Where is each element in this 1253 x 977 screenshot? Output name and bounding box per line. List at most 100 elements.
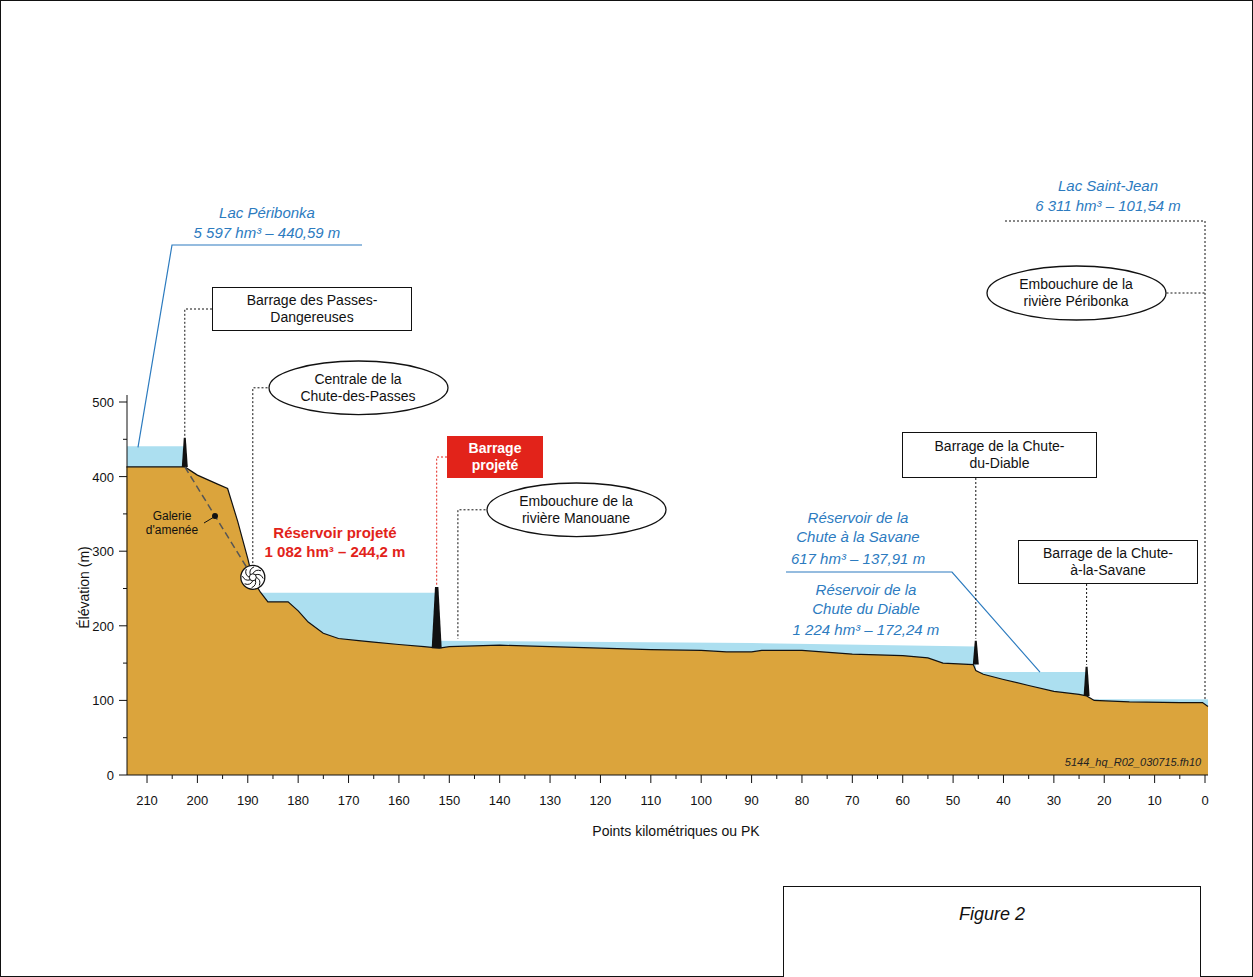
ground-outline — [126, 467, 1208, 707]
x-tick — [701, 775, 702, 783]
y-tick — [119, 625, 127, 626]
x-tick-label: 50 — [933, 791, 973, 810]
x-tick — [676, 775, 677, 779]
x-tick — [726, 775, 727, 779]
node-text: Figure 2 — [959, 903, 1025, 925]
y-tick — [119, 476, 127, 477]
x-tick-label: 210 — [127, 791, 167, 810]
x-tick-label: 190 — [228, 791, 268, 810]
x-tick-label: 70 — [832, 791, 872, 810]
y-axis — [127, 395, 128, 775]
leader-dot — [212, 513, 218, 519]
y-tick-label: 400 — [68, 468, 114, 487]
node-text: Embouchure de la rivière Péribonka — [1011, 276, 1141, 310]
x-tick — [348, 775, 349, 783]
x-tick-label: 40 — [983, 791, 1023, 810]
leader-line — [204, 517, 214, 523]
x-tick — [1129, 775, 1130, 779]
x-tick — [449, 775, 450, 783]
leader-line — [1167, 293, 1206, 294]
x-tick-label: 20 — [1084, 791, 1124, 810]
leader-line — [185, 309, 212, 436]
project-dam-box: Barrage projeté — [447, 436, 543, 478]
turbine-blade — [245, 581, 253, 585]
river-mouth-ellipse: Embouchure de la rivière Péribonka — [986, 265, 1167, 321]
reservoir-name: Réservoir de la Chute du Diable — [795, 580, 937, 618]
y-tick — [119, 551, 127, 552]
x-tick — [776, 775, 777, 779]
volume-level: 5 597 hm³ – 440,59 m — [157, 223, 377, 242]
x-tick — [147, 775, 148, 783]
x-tick — [1205, 775, 1206, 783]
headrace-tunnel — [185, 467, 253, 577]
x-tick-label: 200 — [177, 791, 217, 810]
river-mouth-ellipse: Embouchure de la rivière Manouane — [486, 482, 667, 538]
node-text: Barrage des Passes-Dangereuses — [237, 292, 387, 326]
x-tick-label: 90 — [732, 791, 772, 810]
y-tick — [119, 775, 127, 776]
x-tick-label: 160 — [379, 791, 419, 810]
volume-level: 1 224 hm³ – 172,24 m — [771, 620, 961, 639]
turbine-symbol — [241, 565, 265, 589]
x-tick — [751, 775, 752, 783]
x-tick-label: 130 — [530, 791, 570, 810]
x-tick — [424, 775, 425, 779]
y-tick-label: 500 — [68, 393, 114, 412]
x-tick — [550, 775, 551, 783]
y-tick-label: 0 — [68, 766, 114, 785]
y-tick — [123, 588, 127, 589]
x-tick — [272, 775, 273, 779]
y-tick — [119, 700, 127, 701]
y-tick-label: 100 — [68, 691, 114, 710]
turbine-blade — [255, 574, 263, 578]
x-tick — [1053, 775, 1054, 783]
x-tick — [1104, 775, 1105, 783]
x-tick — [877, 775, 878, 779]
node-text: Barrage de la Chute-du-Diable — [935, 438, 1065, 472]
dam-symbol — [973, 641, 979, 665]
x-tick — [1154, 775, 1155, 783]
leader-line — [138, 245, 362, 447]
x-tick — [247, 775, 248, 783]
x-tick — [801, 775, 802, 783]
x-tick — [524, 775, 525, 779]
x-tick-label: 150 — [429, 791, 469, 810]
x-tick-label: 0 — [1185, 791, 1225, 810]
x-tick — [1028, 775, 1029, 779]
volume-level: 617 hm³ – 137,91 m — [763, 549, 953, 568]
x-tick — [575, 775, 576, 779]
x-tick — [1179, 775, 1180, 779]
lake-name: Lac Péribonka — [157, 203, 377, 222]
dam-symbol — [1084, 667, 1090, 696]
turbine-blade — [253, 570, 261, 574]
x-tick — [499, 775, 500, 783]
x-tick — [978, 775, 979, 779]
x-tick-label: 120 — [580, 791, 620, 810]
ground-profile — [126, 467, 1208, 775]
node-text: Centrale de la Chute-des-Passes — [293, 371, 423, 405]
node-text: Embouchure de la rivière Manouane — [511, 493, 641, 527]
y-tick — [123, 513, 127, 514]
dam-box: Barrage des Passes-Dangereuses — [212, 287, 412, 331]
axis-title: Élévation (m) — [75, 523, 94, 653]
reservoir-name: Réservoir de la Chute à la Savane — [787, 508, 929, 546]
x-tick-label: 170 — [329, 791, 369, 810]
x-tick — [172, 775, 173, 779]
x-tick-label: 110 — [631, 791, 671, 810]
leader-line — [1086, 584, 1087, 665]
volume-level: 6 311 hm³ – 101,54 m — [998, 196, 1218, 215]
x-tick — [298, 775, 299, 783]
x-tick — [650, 775, 651, 783]
leader-line — [437, 457, 447, 585]
node-text: Barrage de la Chute-à-la-Savane — [1038, 545, 1178, 579]
y-tick — [123, 663, 127, 664]
x-tick-label: 100 — [681, 791, 721, 810]
file-code: 5144_hq_R02_030715.fh10 — [1053, 753, 1213, 772]
leader-line — [253, 388, 268, 564]
x-tick — [398, 775, 399, 783]
figure-box: Figure 2 — [783, 886, 1201, 977]
x-tick — [902, 775, 903, 783]
x-tick-label: 180 — [278, 791, 318, 810]
